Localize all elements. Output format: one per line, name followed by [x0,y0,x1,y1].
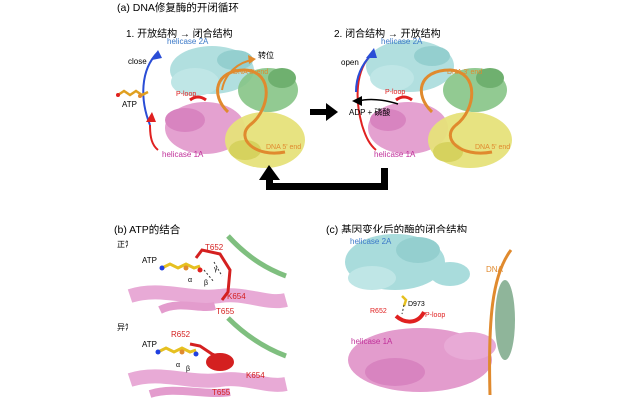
left-ploop-label: P-loop [176,91,197,98]
panel-c-helicase-2a-label: helicase 2A [350,237,392,246]
normal-alpha-label: α [188,277,193,284]
panel-a-left-heading: 1. 开放结构 → 闭合结构 [126,29,233,40]
left-dna3-label: DNA 3' end [233,69,269,76]
right-dna3-label: DNA 3' end [447,69,483,76]
mutant-alpha-label: α [176,362,181,369]
mutant-label: 异常 [117,323,133,332]
panel-c-ploop-label: P-loop [425,312,446,319]
normal-atp-label: ATP [142,256,157,265]
normal-label: 正常 [117,240,133,249]
mutant-beta-label: β [186,366,191,373]
panel-c-dna-label: DNA [486,265,503,274]
normal-t655-label: T655 [216,307,235,316]
normal-t652-label: T652 [205,243,224,252]
panel-c-helicase-1a-label: helicase 1A [351,337,393,346]
left-translocation-label: 转位 [258,51,274,60]
left-helicase-2a-label: helicase 2A [167,37,209,46]
panel-b-title: (b) ATP的结合 [114,224,181,236]
right-helicase-2a-label: helicase 2A [381,37,423,46]
panel-c-d973-label: D973 [408,301,425,308]
mutant-r652-label: R652 [171,330,191,339]
mutant-atp-label: ATP [142,340,157,349]
normal-k654-label: K654 [227,292,246,301]
left-atp-label: ATP [122,100,137,109]
normal-beta-label: β [204,280,209,287]
right-open-label: open [341,58,359,67]
normal-gamma-label: γ [214,266,218,273]
mutant-k654-label: K654 [246,371,265,380]
left-dna5-label: DNA 5' end [266,144,302,151]
panel-c-r652-label: R652 [370,308,387,315]
mutant-t655-label: T655 [212,388,231,397]
right-dna5-label: DNA 5' end [475,144,511,151]
panel-a-right-heading: 2. 闭合结构 → 开放结构 [334,29,441,40]
left-helicase-1a-label: helicase 1A [162,150,204,159]
right-ploop-label: P-loop [385,89,406,96]
right-helicase-1a-label: helicase 1A [374,150,416,159]
panel-a-title: (a) DNA修复酶的开闭循环 [117,2,239,14]
right-adp-label: ADP + 磷酸 [349,108,391,117]
left-close-label: close [128,57,147,66]
